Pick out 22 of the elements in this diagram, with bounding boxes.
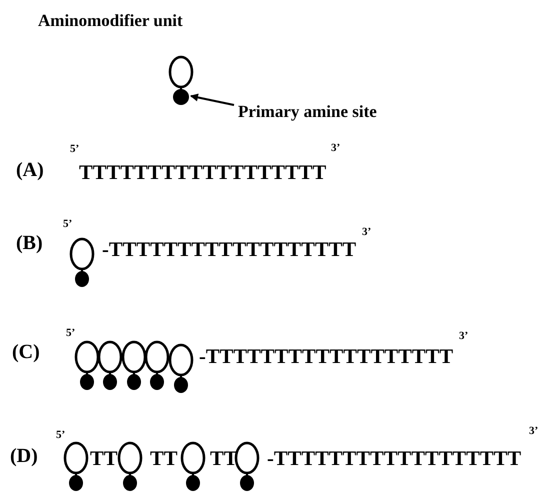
- panel-label: (B): [16, 233, 43, 253]
- end-label: 3’: [529, 426, 538, 437]
- panel-label: (C): [12, 342, 40, 362]
- end-label: 5’: [66, 328, 76, 339]
- panel-label: (D): [10, 446, 38, 466]
- sequence-text: -TTTTTTTTTTTTTTTTTT: [267, 449, 522, 470]
- end-label: 3’: [459, 331, 468, 342]
- annotation-label: Primary amine site: [238, 103, 377, 120]
- sequence-text: TT: [90, 449, 118, 470]
- end-label: 5’: [63, 219, 72, 230]
- sequence-text: -TTTTTTTTTTTTTTTTTT: [199, 347, 454, 368]
- end-label: 5’: [56, 430, 66, 441]
- sequence-text: -TTTTTTTTTTTTTTTTTT: [102, 240, 356, 261]
- leader-arrow: [190, 94, 234, 106]
- heading: Aminomodifier unit: [38, 12, 183, 29]
- sequence-text: TTTTTTTTTTTTTTTTTT: [79, 163, 326, 184]
- end-label: 3’: [362, 227, 372, 238]
- panel-label: (A): [16, 160, 44, 180]
- end-label: 5’: [70, 144, 80, 155]
- amine-dot: [173, 89, 189, 105]
- end-label: 3’: [331, 143, 340, 154]
- sequence-text: TT: [150, 449, 178, 470]
